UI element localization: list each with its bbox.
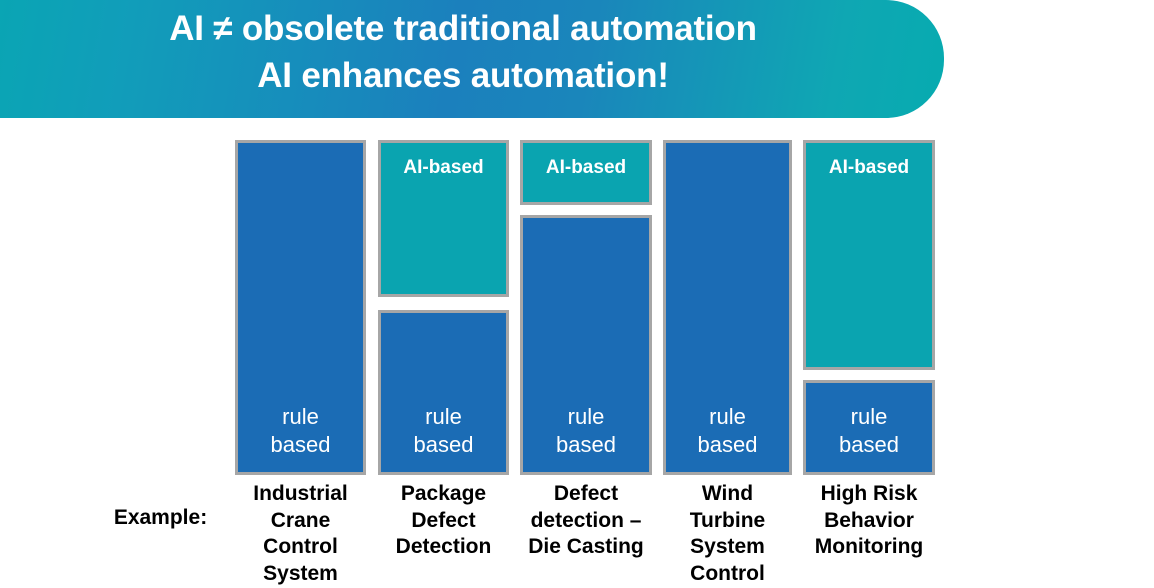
page-title: AI ≠ obsolete traditional automation AI … (169, 9, 757, 95)
column-caption: Package Defect Detection (395, 482, 492, 559)
bar-segment-label: rule based (839, 403, 899, 458)
bar-segment-label: rule based (270, 403, 331, 458)
bar-segment-rule-based[interactable]: rule based (663, 140, 792, 475)
bar-column: AI-based rule based (803, 140, 935, 475)
column-caption: Defect detection – Die Casting (528, 482, 644, 559)
bar-segment-label: AI-based (403, 157, 484, 178)
bar-segment-label: rule based (556, 403, 616, 458)
bar-segment-ai-based[interactable]: AI-based (378, 140, 509, 297)
bar-segment-label: AI-based (545, 157, 627, 178)
bar-column: AI-based rule based (378, 140, 509, 475)
bar-segment-rule-based[interactable]: rule based (235, 140, 366, 475)
bar-column: AI-based rule based (520, 140, 652, 475)
bar-segment-rule-based[interactable]: rule based (803, 380, 935, 475)
bar-segment-ai-based[interactable]: AI-based (520, 140, 652, 205)
bar-column: rule based (663, 140, 792, 475)
bar-segment-ai-based[interactable]: AI-based (803, 140, 935, 370)
bar-segment-label: AI-based (828, 157, 910, 178)
bar-segment-label: rule based (697, 403, 758, 458)
header-banner: AI ≠ obsolete traditional automation AI … (0, 0, 944, 118)
bar-segment-rule-based[interactable]: rule based (520, 215, 652, 475)
bar-column: rule based (235, 140, 366, 475)
column-caption: High Risk Behavior Monitoring (814, 482, 924, 559)
column-caption: Wind Turbine System Control (689, 482, 766, 585)
example-axis-label: Example: (113, 506, 208, 529)
bar-segment-rule-based[interactable]: rule based (378, 310, 509, 475)
bar-segment-label: rule based (413, 403, 474, 458)
column-caption: Industrial Crane Control System (253, 482, 348, 585)
